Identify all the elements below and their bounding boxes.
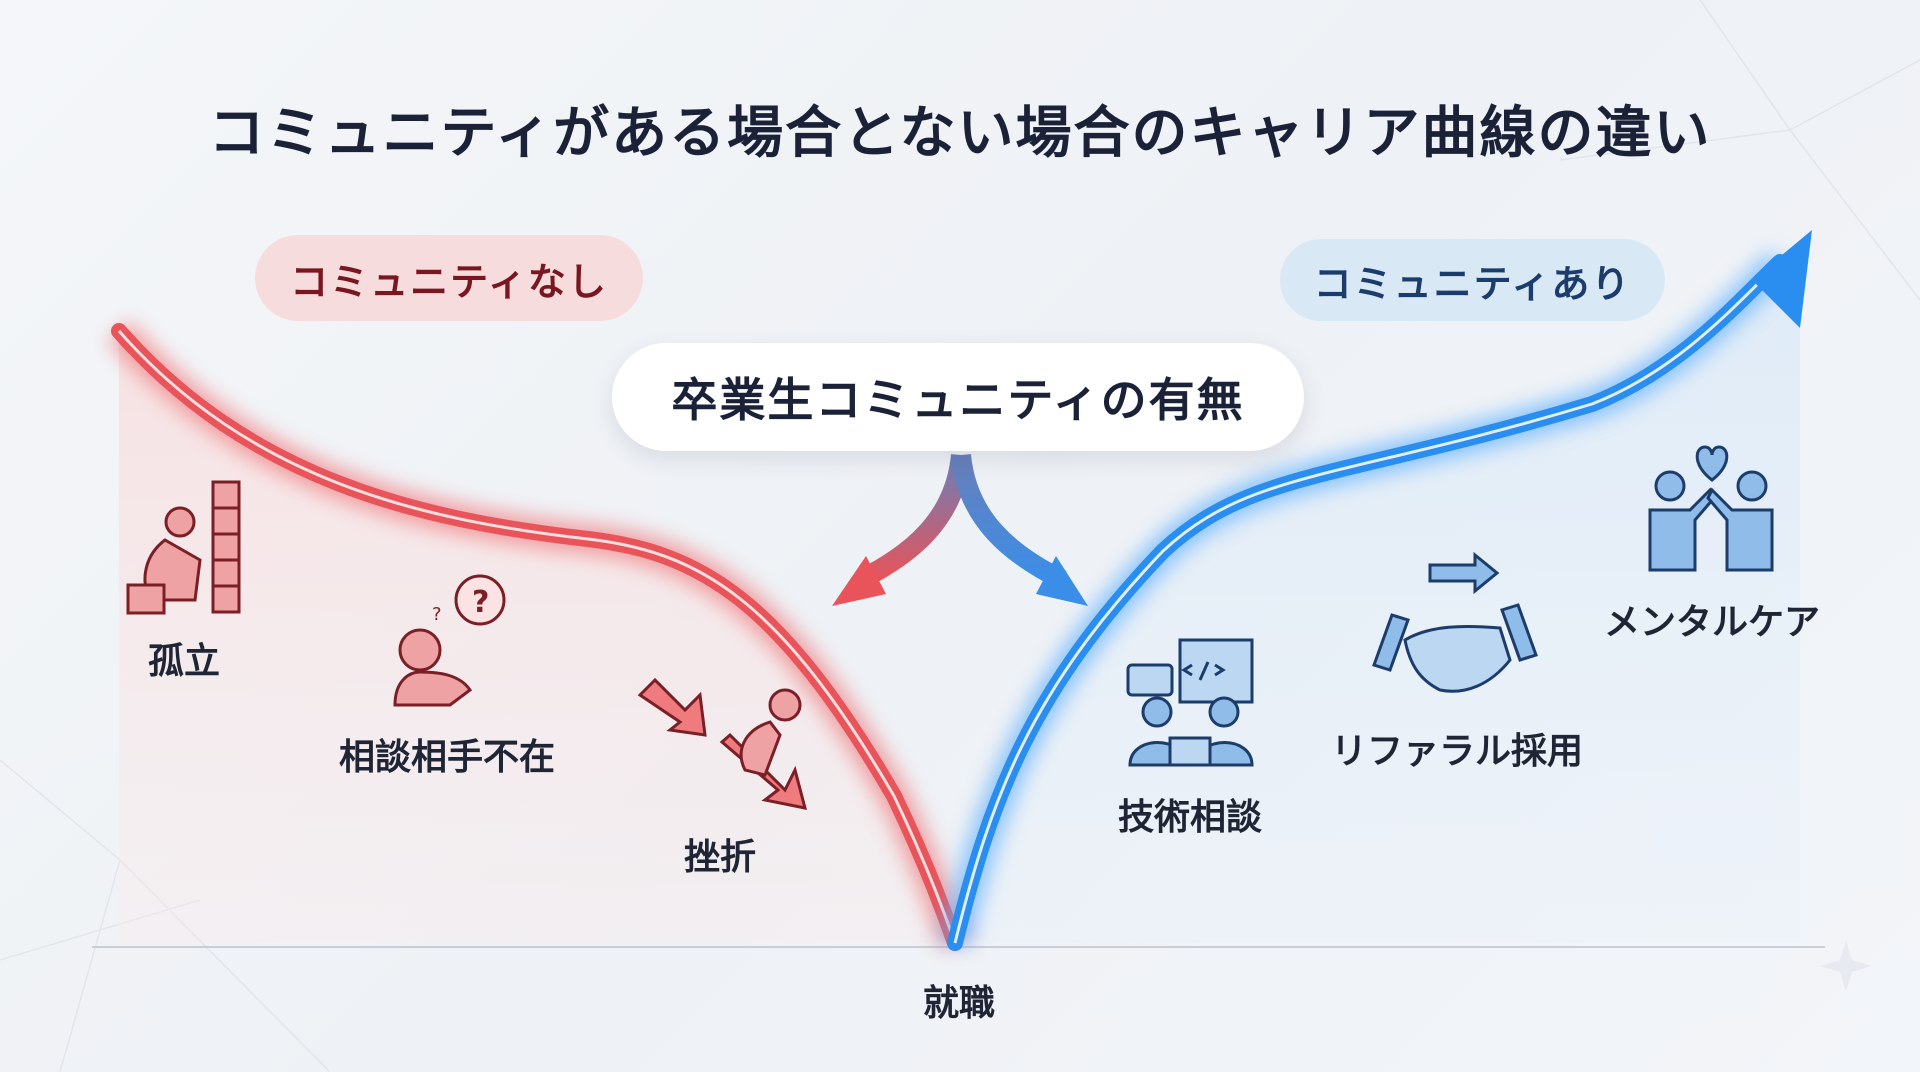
item-isolation-label: 孤立: [147, 641, 221, 682]
no-community-curve: [107, 321, 970, 951]
handshake-icon: [1372, 551, 1538, 693]
baseline-label: 就職: [922, 983, 996, 1024]
item-tech-consultation-label: 技術相談: [1117, 797, 1263, 838]
isolated-person-wall-icon: [126, 480, 241, 615]
center-label: 卒業生コミュニティの有無: [612, 343, 1304, 451]
setback-broken-arrow-icon: [637, 677, 808, 810]
fork-arrows: [832, 453, 1088, 606]
item-referral-label: リファラル採用: [1330, 731, 1584, 772]
svg-text:?: ?: [432, 604, 442, 625]
confused-person-icon: ? ?: [393, 574, 506, 707]
item-setback-label: 挫折: [683, 837, 757, 878]
tech-consultation-icon: [1126, 638, 1254, 767]
with-community-curve: [940, 230, 1812, 951]
sparkle-icon: [1820, 940, 1872, 992]
item-no-consultant-label: 相談相手不在: [338, 737, 556, 778]
item-mental-care-label: メンタルケア: [1603, 602, 1821, 643]
svg-text:?: ?: [472, 585, 489, 620]
arrowhead-icon: [1752, 230, 1812, 328]
with-community-label: コミュニティあり: [1280, 239, 1665, 321]
no-community-label: コミュニティなし: [255, 235, 643, 321]
mental-care-heart-icon: [1648, 445, 1774, 572]
page-title: コミュニティがある場合とない場合のキャリア曲線の違い: [208, 101, 1712, 166]
